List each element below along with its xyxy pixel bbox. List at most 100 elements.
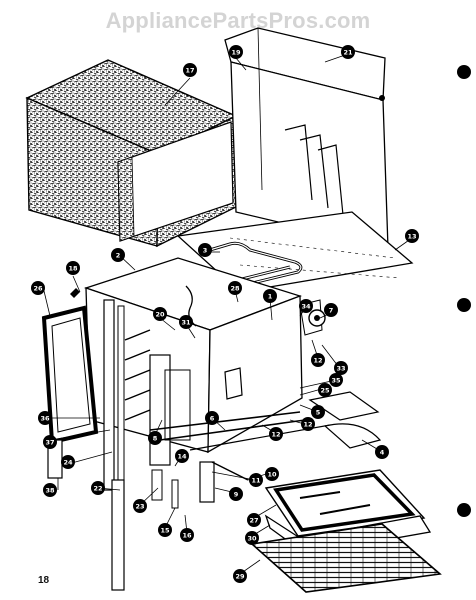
part-callout: 4 bbox=[375, 445, 389, 459]
callout-bubble bbox=[205, 411, 219, 425]
callout-number: 29 bbox=[235, 572, 245, 580]
callout-bubble bbox=[247, 513, 261, 527]
part-callout: 13 bbox=[405, 229, 419, 243]
part-callout: 1 bbox=[263, 289, 277, 303]
part-callout: 11 bbox=[249, 473, 263, 487]
part-callout: 12 bbox=[301, 417, 315, 431]
oven-liner-box bbox=[83, 257, 303, 491]
callout-bubble bbox=[299, 299, 313, 313]
callout-bubble bbox=[229, 487, 243, 501]
part-callout: 33 bbox=[334, 361, 348, 375]
callout-number: 13 bbox=[407, 232, 416, 240]
callout-number: 27 bbox=[249, 516, 258, 524]
callout-bubble bbox=[341, 45, 355, 59]
callout-number: 34 bbox=[301, 302, 311, 310]
callout-number: 38 bbox=[45, 486, 55, 494]
callout-number: 8 bbox=[153, 434, 158, 442]
callout-number: 36 bbox=[40, 414, 50, 422]
callout-bubble bbox=[183, 63, 197, 77]
callout-number: 33 bbox=[336, 364, 345, 372]
callout-bubble bbox=[334, 361, 348, 375]
callout-number: 6 bbox=[210, 414, 215, 422]
callout-number: 5 bbox=[316, 408, 321, 416]
callout-bubble bbox=[329, 373, 343, 387]
part-callout: 19 bbox=[229, 45, 243, 59]
callout-number: 25 bbox=[320, 386, 330, 394]
part-callout: 28 bbox=[228, 281, 242, 295]
callout-bubble bbox=[265, 467, 279, 481]
callout-bubble bbox=[245, 531, 259, 545]
part-callout: 21 bbox=[341, 45, 355, 59]
rear-panel bbox=[224, 27, 389, 249]
callout-bubble bbox=[324, 303, 338, 317]
callout-number: 17 bbox=[185, 66, 194, 74]
callout-number: 12 bbox=[271, 430, 280, 438]
part-callout: 12 bbox=[269, 427, 283, 441]
oven-rack bbox=[250, 523, 442, 593]
callout-number: 31 bbox=[181, 318, 191, 326]
part-callout: 6 bbox=[205, 411, 219, 425]
part-callout: 36 bbox=[38, 411, 52, 425]
callout-bubble bbox=[263, 289, 277, 303]
part-callout: 29 bbox=[233, 569, 247, 583]
callout-number: 14 bbox=[177, 452, 187, 460]
part-callout: 17 bbox=[183, 63, 197, 77]
callout-bubble bbox=[311, 353, 325, 367]
callout-number: 30 bbox=[247, 534, 257, 542]
callout-bubble bbox=[269, 427, 283, 441]
callout-bubble bbox=[43, 483, 57, 497]
callout-number: 20 bbox=[155, 310, 165, 318]
callout-number: 19 bbox=[231, 48, 241, 56]
part-callout: 7 bbox=[324, 303, 338, 317]
callout-bubble bbox=[375, 445, 389, 459]
callout-bubble bbox=[111, 248, 125, 262]
part-callout: 27 bbox=[247, 513, 261, 527]
callout-number: 1 bbox=[268, 292, 273, 300]
callout-number: 23 bbox=[135, 502, 144, 510]
part-callout: 20 bbox=[153, 307, 167, 321]
part-callout: 15 bbox=[158, 523, 172, 537]
part-callout: 31 bbox=[179, 315, 193, 329]
part-callout: 38 bbox=[43, 483, 57, 497]
broil-pan bbox=[264, 469, 426, 537]
part-callout: 26 bbox=[31, 281, 45, 295]
registration-marks bbox=[457, 65, 471, 517]
part-callout: 16 bbox=[180, 528, 194, 542]
part-callout: 12 bbox=[311, 353, 325, 367]
callout-bubble bbox=[311, 405, 325, 419]
callout-bubble bbox=[228, 281, 242, 295]
part-callout: 22 bbox=[91, 481, 105, 495]
callout-number: 28 bbox=[230, 284, 240, 292]
callout-bubble bbox=[229, 45, 243, 59]
callout-bubble bbox=[148, 431, 162, 445]
callout-bubble bbox=[153, 307, 167, 321]
callout-bubble bbox=[301, 417, 315, 431]
callout-number: 2 bbox=[116, 251, 121, 259]
callout-number: 7 bbox=[329, 306, 334, 314]
part-callout: 14 bbox=[175, 449, 189, 463]
callout-bubble bbox=[233, 569, 247, 583]
callout-number: 10 bbox=[267, 470, 277, 478]
callout-bubble bbox=[198, 243, 212, 257]
part-callout: 30 bbox=[245, 531, 259, 545]
callout-number: 24 bbox=[63, 458, 73, 466]
callout-number: 9 bbox=[234, 490, 239, 498]
part-callout: 37 bbox=[43, 435, 57, 449]
callout-number: 12 bbox=[303, 420, 312, 428]
part-callout: 8 bbox=[148, 431, 162, 445]
callout-bubble bbox=[133, 499, 147, 513]
callout-bubble bbox=[175, 449, 189, 463]
callout-number: 3 bbox=[203, 246, 208, 254]
callout-bubble bbox=[61, 455, 75, 469]
part-callout: 10 bbox=[265, 467, 279, 481]
part-callout: 35 bbox=[329, 373, 343, 387]
part-callout: 23 bbox=[133, 499, 147, 513]
callout-number: 4 bbox=[380, 448, 385, 456]
callout-number: 11 bbox=[251, 476, 261, 484]
callout-number: 26 bbox=[33, 284, 43, 292]
callout-bubble bbox=[91, 481, 105, 495]
callout-bubble bbox=[405, 229, 419, 243]
callout-number: 18 bbox=[68, 264, 78, 272]
